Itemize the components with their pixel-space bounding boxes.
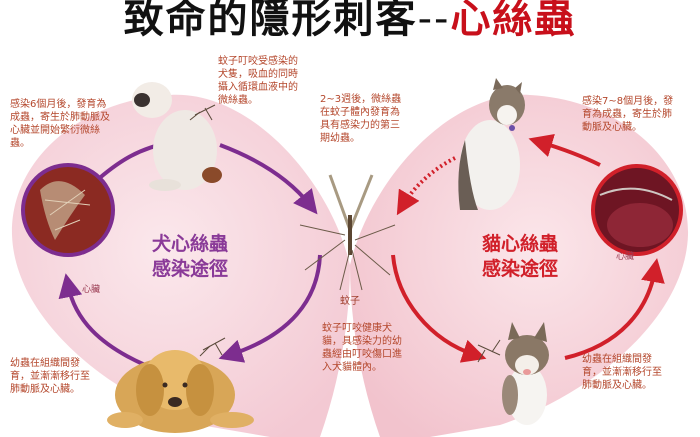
- cat-heart-label: 心臟: [616, 252, 635, 262]
- dog-cycle-label-line1: 犬心絲蟲: [151, 233, 228, 255]
- golden-retriever-photo: [107, 350, 254, 433]
- mosquito-note-development: 2~3週後，微絲蟲在蚊子體內發育為具有感染力的第三期幼蟲。: [320, 94, 402, 144]
- mosquito-small-1: [189, 104, 216, 121]
- dog-heart-label: 心臟: [82, 285, 101, 295]
- dog-note-adult-stage: 感染6個月後，發育為成蟲，寄生於肺動脈及心臟並開始繁衍微絲蟲。: [10, 99, 110, 149]
- cat-cycle-label-line1: 貓心絲蟲: [481, 233, 558, 255]
- mosquito-small-3: [477, 339, 501, 363]
- kitten-photo: [502, 322, 549, 425]
- dog-note-mosquito-bite: 蚊子叮咬受感染的犬隻，吸血的同時攝入循環血液中的微絲蟲。: [218, 56, 298, 106]
- cat-note-adult-stage: 感染7~8個月後，發育為成蟲，寄生於肺動脈及心臟。: [582, 96, 674, 133]
- dog-cycle-label: 犬心絲蟲 感染途徑: [140, 232, 240, 282]
- cat-cycle-label-line2: 感染途徑: [481, 258, 558, 280]
- dog-cycle-label-line2: 感染途徑: [151, 258, 228, 280]
- cat-heart-worms-photo: [591, 164, 683, 256]
- cat-note-larvae-migration: 幼蟲在組織間發育，並漸漸移行至肺動脈及心臟。: [582, 354, 662, 391]
- cat-arrow-mosquito-to-kitten: [391, 254, 487, 363]
- mosquito-photo: [299, 174, 396, 291]
- bulldog-photo: [132, 82, 222, 191]
- cat-arrow-heart-to-cat: [528, 133, 601, 167]
- dog-heart-worms-photo: [21, 163, 115, 257]
- dog-arrow-dog-to-heart: [58, 273, 146, 367]
- mosquito-small-2: [199, 337, 226, 357]
- title-main: 致命的隱形刺客: [123, 0, 418, 42]
- cat-arrow-kitten-to-heart: [564, 258, 665, 360]
- title-dash: --: [417, 0, 451, 42]
- cat-cycle-label: 貓心絲蟲 感染途徑: [470, 232, 570, 282]
- title-heartworm: 心絲蟲: [450, 0, 577, 42]
- page-title: 致命的隱形刺客--心絲蟲: [0, 0, 700, 44]
- dog-arrow-bulldog-to-mosquito: [219, 143, 318, 215]
- mosquito-note-transmission: 蚊子叮咬健康犬貓，具感染力的幼蟲經由叮咬傷口進入犬貓體內。: [322, 323, 402, 373]
- mosquito-label: 蚊子: [340, 296, 360, 307]
- cat-photo: [458, 78, 525, 210]
- dog-note-larvae-migration: 幼蟲在組織間發育，並漸漸移行至肺動脈及心臟。: [10, 358, 90, 395]
- cat-arrow-cat-to-mosquito-dotted: [396, 156, 456, 216]
- dog-arrow-mosquito-to-dog: [218, 254, 322, 363]
